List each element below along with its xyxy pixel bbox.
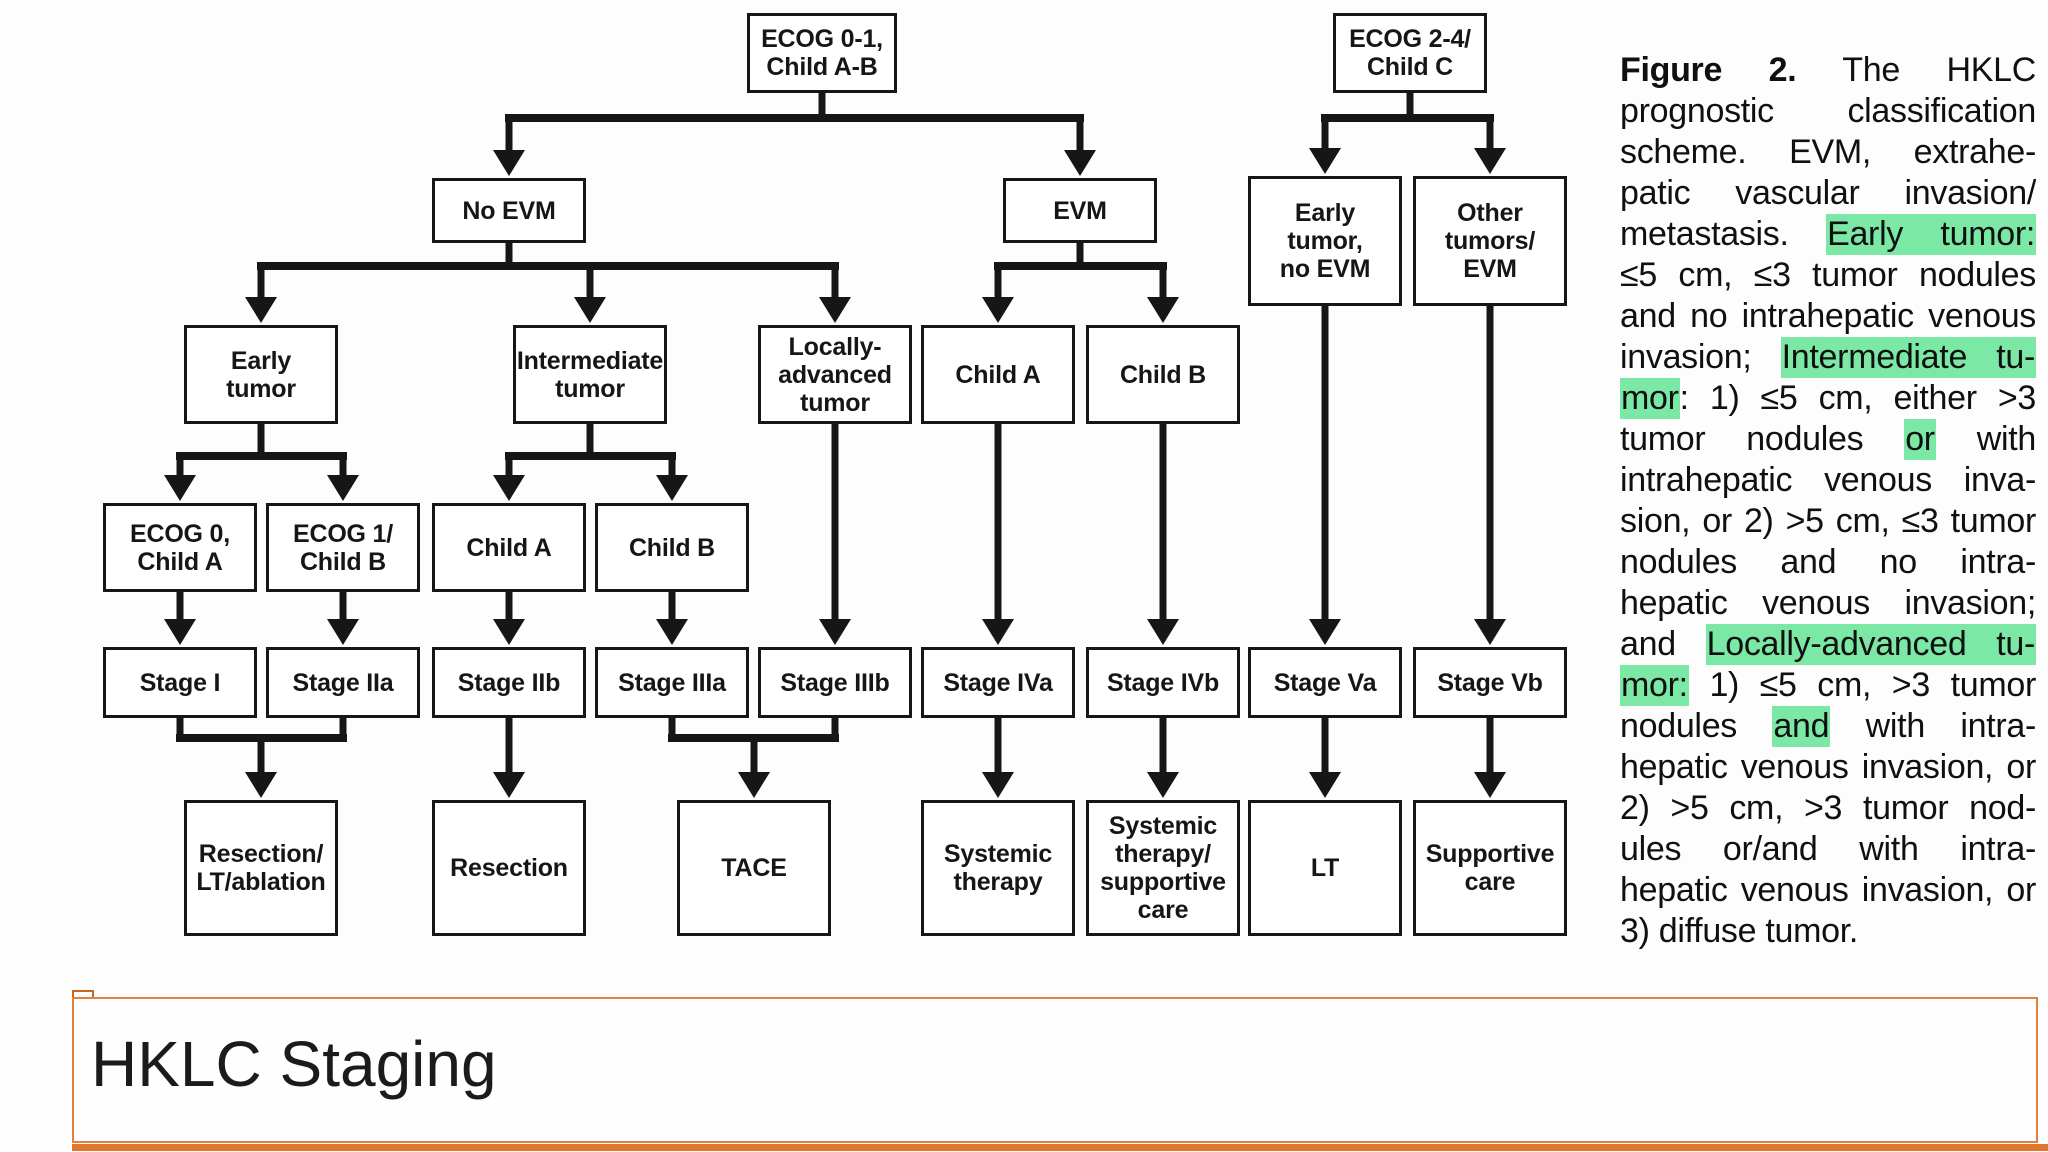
node-tx-systemic-supportive: Systemic therapy/ supportive care: [1086, 800, 1240, 936]
arrow-head: [656, 475, 688, 501]
node-no-evm: No EVM: [432, 178, 586, 243]
node-ecog24-childc: ECOG 2-4/ Child C: [1333, 13, 1487, 93]
caption-line: nodules and no intra-: [1620, 543, 2036, 581]
slide-title-box: HKLC Staging: [72, 997, 2038, 1143]
arrow-head: [819, 619, 851, 645]
caption-line: prognostic classification: [1620, 92, 2036, 130]
caption-line: and no intrahepatic venous: [1620, 297, 2036, 335]
arrow-head: [1147, 772, 1179, 798]
arrow-head: [1309, 148, 1341, 174]
node-tx-resection: Resection: [432, 800, 586, 936]
caption-line: and Locally-advanced tu-: [1620, 624, 2036, 665]
arrow-head: [819, 297, 851, 323]
bottom-accent-bar: [72, 1144, 2048, 1151]
arrow-head: [574, 297, 606, 323]
arrow-head: [164, 475, 196, 501]
caption-line: invasion; Intermediate tu-: [1620, 337, 2036, 378]
caption-highlight: mor: [1620, 378, 1680, 419]
arrow-head: [656, 619, 688, 645]
caption-line: patic vascular invasion/: [1620, 174, 2036, 212]
node-other-tumors-evm: Other tumors/ EVM: [1413, 176, 1567, 306]
slide-title: HKLC Staging: [91, 1028, 497, 1100]
caption-highlight: or: [1904, 419, 1936, 460]
node-tx-supportive-care: Supportive care: [1413, 800, 1567, 936]
caption-highlight: and: [1772, 706, 1831, 747]
arrow-head: [493, 150, 525, 176]
caption-line: nodules and with intra-: [1620, 706, 2036, 747]
node-intermediate-tumor: Intermediate tumor: [513, 325, 667, 424]
arrow-head: [164, 619, 196, 645]
node-early-tumor-no-evm: Early tumor, no EVM: [1248, 176, 1402, 306]
caption-line: scheme. EVM, extrahe-: [1620, 133, 2036, 171]
node-stage-iia: Stage IIa: [266, 647, 420, 718]
caption-highlight: Locally-advanced tu-: [1705, 624, 2036, 665]
caption-line: mor: 1) ≤5 cm, >3 tumor: [1620, 665, 2036, 706]
arrow-head: [1064, 150, 1096, 176]
arrow-head: [982, 772, 1014, 798]
arrow-head: [1147, 297, 1179, 323]
arrow-head: [982, 297, 1014, 323]
caption-highlight: Early tumor:: [1826, 214, 2036, 255]
arrow-head: [1309, 619, 1341, 645]
arrow-head: [327, 619, 359, 645]
node-stage-vb: Stage Vb: [1413, 647, 1567, 718]
caption-highlight: Intermediate tu-: [1780, 337, 2036, 378]
arrow-head: [738, 772, 770, 798]
node-ecog01-childab: ECOG 0-1, Child A-B: [747, 13, 897, 93]
node-early-tumor: Early tumor: [184, 325, 338, 424]
node-stage-i: Stage I: [103, 647, 257, 718]
arrow-head: [1474, 772, 1506, 798]
node-child-a-evm: Child A: [921, 325, 1075, 424]
node-tx-systemic-therapy: Systemic therapy: [921, 800, 1075, 936]
arrow-head: [245, 297, 277, 323]
node-child-b-int: Child B: [595, 503, 749, 592]
arrow-head: [493, 772, 525, 798]
caption-highlight: mor:: [1620, 665, 1689, 706]
caption-line: hepatic venous invasion;: [1620, 584, 2036, 622]
node-tx-resection-lt-ablation: Resection/ LT/ablation: [184, 800, 338, 936]
caption-line: ules or/and with intra-: [1620, 830, 2036, 868]
node-ecog1-childb: ECOG 1/ Child B: [266, 503, 420, 592]
title-box-notch: [72, 990, 94, 999]
caption-line: 3) diffuse tumor.: [1620, 912, 1859, 950]
arrow-head: [327, 475, 359, 501]
node-stage-iib: Stage IIb: [432, 647, 586, 718]
caption-line: hepatic venous invasion, or: [1620, 748, 2036, 786]
node-locally-advanced-tumor: Locally- advanced tumor: [758, 325, 912, 424]
caption-line: sion, or 2) >5 cm, ≤3 tumor: [1620, 502, 2036, 540]
node-child-b-evm: Child B: [1086, 325, 1240, 424]
node-stage-iiia: Stage IIIa: [595, 647, 749, 718]
arrow-head: [982, 619, 1014, 645]
node-stage-iva: Stage IVa: [921, 647, 1075, 718]
caption-line: Figure 2. The HKLC: [1620, 51, 2036, 89]
arrow-head: [1309, 772, 1341, 798]
caption-line: hepatic venous invasion, or: [1620, 871, 2036, 909]
arrow-head: [493, 619, 525, 645]
node-stage-va: Stage Va: [1248, 647, 1402, 718]
caption-line: 2) >5 cm, >3 tumor nod-: [1620, 789, 2036, 827]
node-child-a-int: Child A: [432, 503, 586, 592]
caption-line: ≤5 cm, ≤3 tumor nodules: [1620, 256, 2036, 294]
arrow-head: [1147, 619, 1179, 645]
node-tx-tace: TACE: [677, 800, 831, 936]
node-evm: EVM: [1003, 178, 1157, 243]
arrow-head: [493, 475, 525, 501]
arrow-head: [1474, 148, 1506, 174]
node-tx-lt: LT: [1248, 800, 1402, 936]
node-stage-iiib: Stage IIIb: [758, 647, 912, 718]
arrow-head: [1474, 619, 1506, 645]
caption-line: mor: 1) ≤5 cm, either >3: [1620, 378, 2036, 419]
node-ecog0-childa: ECOG 0, Child A: [103, 503, 257, 592]
arrow-head: [245, 772, 277, 798]
caption-line: metastasis. Early tumor:: [1620, 214, 2036, 255]
caption-line: tumor nodules or with: [1620, 419, 2036, 460]
node-stage-ivb: Stage IVb: [1086, 647, 1240, 718]
caption-line: intrahepatic venous inva-: [1620, 461, 2036, 499]
